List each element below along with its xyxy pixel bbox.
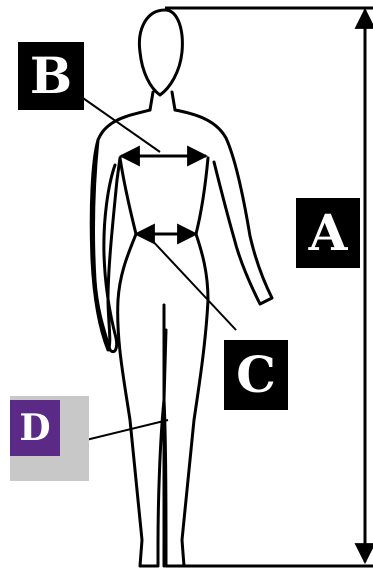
- label-b-bust: B: [18, 42, 84, 110]
- label-c-waist: C: [224, 340, 288, 410]
- head-outline: [139, 10, 182, 95]
- waist-outline: [118, 158, 166, 566]
- left-arm-outline: [94, 140, 117, 352]
- label-a-height: A: [296, 198, 360, 268]
- label-d-leg: D: [10, 400, 60, 456]
- waist-leader-line: [148, 236, 236, 330]
- human-figure-outline: [91, 10, 272, 566]
- leg-leader-line: [86, 420, 168, 440]
- right-arm-outline: [175, 110, 272, 304]
- waist-right-outline: [164, 158, 208, 566]
- bust-leader-line: [80, 96, 160, 152]
